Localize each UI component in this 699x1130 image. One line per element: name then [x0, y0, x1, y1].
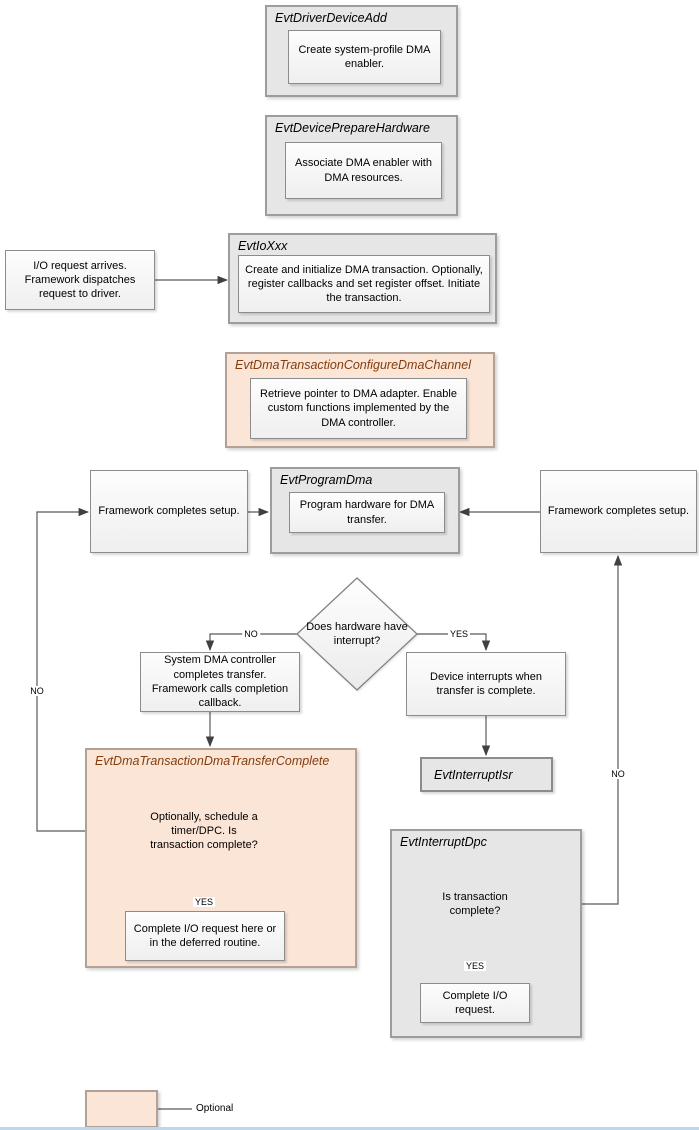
- evt-dma-transaction-configure-dma-channel-body: Retrieve pointer to DMA adapter. Enable …: [250, 378, 467, 439]
- node-io-request-arrives: I/O request arrives. Framework dispatche…: [5, 250, 155, 310]
- label-yes-optional-decision: YES: [192, 897, 216, 907]
- evt-program-dma-title: EvtProgramDma: [280, 473, 373, 487]
- label-no-interrupt-decision: NO: [242, 629, 260, 639]
- evt-dma-transaction-dma-transfer-complete-title: EvtDmaTransactionDmaTransferComplete: [95, 754, 330, 768]
- connector-interrupt-decision-yes-to-device-interrupts: [417, 633, 491, 652]
- evt-io-xxx-title: EvtIoXxx: [238, 239, 288, 253]
- node-system-dma-controller-completes: System DMA controller completes transfer…: [140, 652, 300, 712]
- label-yes-interrupt-decision: YES: [447, 629, 471, 639]
- label-no-right-loop: NO: [609, 769, 627, 779]
- evt-device-prepare-hardware-title: EvtDevicePrepareHardware: [275, 121, 430, 135]
- evt-interrupt-dpc-title: EvtInterruptDpc: [400, 835, 487, 849]
- node-complete-io-deferred: Complete I/O request here or in the defe…: [125, 911, 285, 961]
- evt-driver-device-add-body: Create system-profile DMA enabler.: [288, 30, 441, 84]
- node-device-interrupts: Device interrupts when transfer is compl…: [406, 652, 566, 716]
- connector-interrupt-decision-no-to-system-dma: [205, 633, 297, 652]
- decision-dpc-transaction-complete-text: Is transaction complete?: [442, 890, 508, 917]
- label-no-left-loop: NO: [28, 686, 46, 696]
- node-framework-completes-setup-right: Framework completes setup.: [540, 470, 697, 553]
- label-yes-dpc-decision: YES: [463, 961, 487, 971]
- legend-optional-label: Optional: [196, 1103, 234, 1114]
- page-bottom-rule: [0, 1127, 699, 1130]
- decision-does-hardware-have-interrupt: [296, 577, 418, 691]
- evt-program-dma-body: Program hardware for DMA transfer.: [289, 492, 445, 533]
- connector-no-loop-left-to-framework-setup: [36, 507, 132, 832]
- decision-optional-transaction-complete-text: Optionally, schedule a timer/DPC. Is tra…: [150, 810, 258, 852]
- legend-optional-swatch: [85, 1090, 158, 1128]
- node-evt-interrupt-isr: EvtInterruptIsr: [420, 757, 553, 792]
- node-framework-completes-setup-left: Framework completes setup.: [90, 470, 248, 553]
- evt-driver-device-add-title: EvtDriverDeviceAdd: [275, 11, 387, 25]
- evt-io-xxx-body: Create and initialize DMA transaction. O…: [238, 255, 490, 313]
- decision-has-interrupt-text: Does hardware have interrupt?: [306, 620, 408, 647]
- evt-dma-transaction-configure-dma-channel-title: EvtDmaTransactionConfigureDmaChannel: [235, 358, 471, 372]
- evt-device-prepare-hardware-body: Associate DMA enabler with DMA resources…: [285, 142, 442, 199]
- node-complete-io-request: Complete I/O request.: [420, 983, 530, 1023]
